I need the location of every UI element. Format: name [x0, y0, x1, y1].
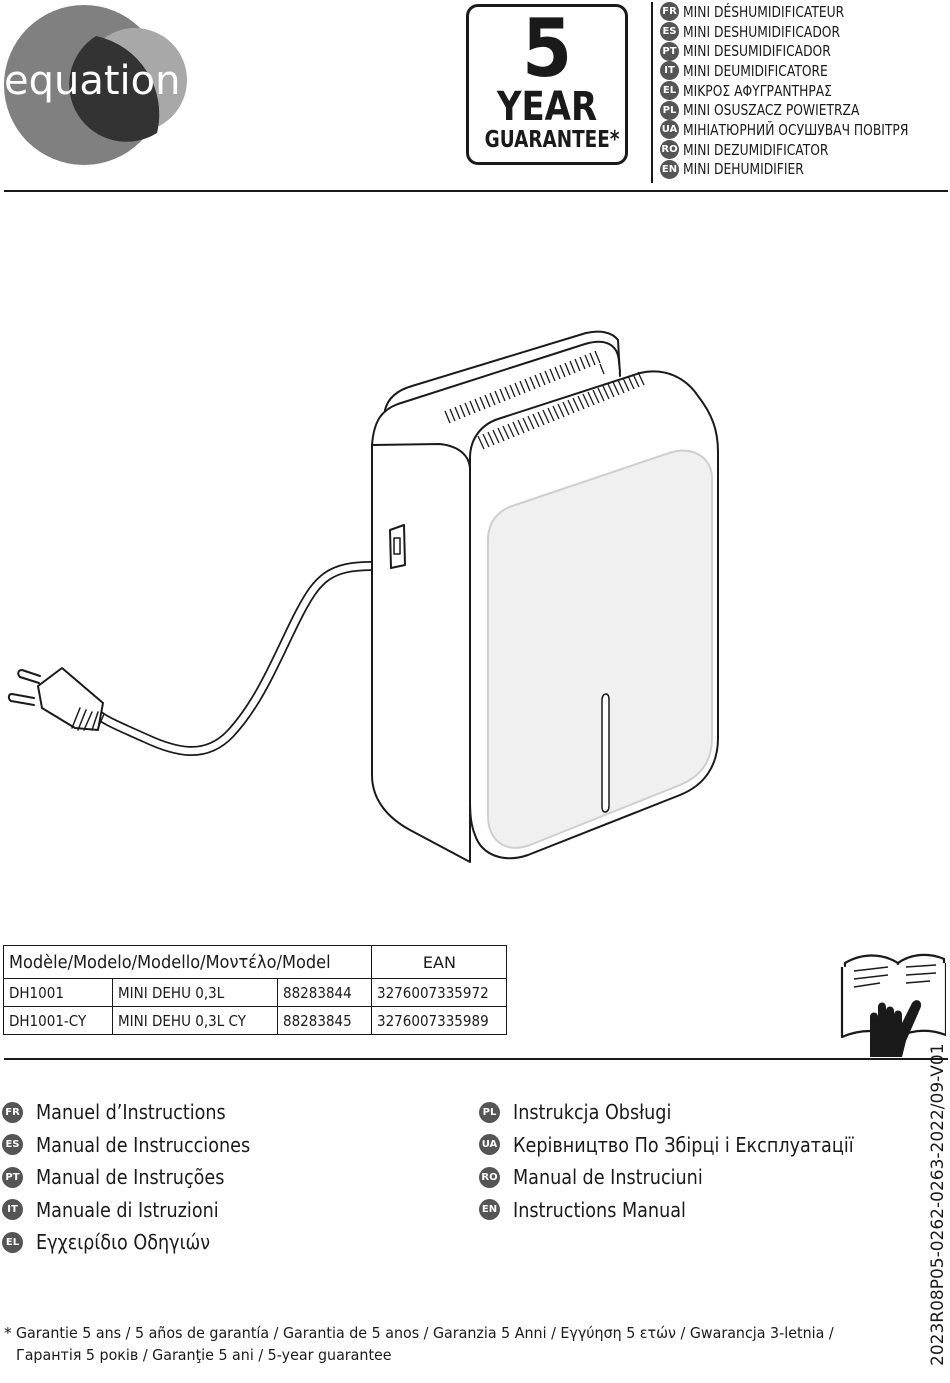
dehumidifier-illustration: [7, 330, 719, 863]
language-badge: RO: [479, 1166, 500, 1188]
language-badge: PT: [2, 1166, 23, 1188]
model-column-header: Modèle/Modelo/Modello/Μοντέλο/Model: [2, 945, 373, 979]
manual-title-text: Instrukcja Obsługi: [513, 1100, 672, 1125]
manual-title-text: Εγχειρίδιο Οδηγιών: [36, 1230, 211, 1255]
product-title-text: MINI DEUMIDIFICATORE: [683, 61, 828, 80]
manual-title-text: Manual de Instruções: [36, 1165, 225, 1190]
language-badge: UA: [660, 120, 679, 140]
header-rule: [4, 190, 948, 192]
footnote-line: Гарантія 5 років / Garanţie 5 ani / 5-ye…: [16, 1346, 392, 1364]
language-badge: PL: [479, 1101, 500, 1123]
language-badge: FR: [660, 2, 679, 22]
table-row: DH1001 MINI DEHU 0,3L 88283844 327600733…: [2, 978, 508, 1007]
manual-title-list-left: FR Manuel d’Instructions ES Manual de Inst…: [2, 1096, 279, 1259]
logo-circles-icon: [4, 5, 187, 165]
manual-title-list-right: PL Instrukcja Obsługi UA Керівництво По Зб…: [479, 1096, 900, 1226]
footnote-line: Garantie 5 ans / 5 años de garantía / Ga…: [16, 1324, 834, 1342]
table-cell: DH1001: [2, 978, 114, 1007]
product-title-text: MINI OSUSZACZ POWIETRZA: [683, 101, 860, 120]
manual-title-text: Manual de Instrucciones: [36, 1132, 251, 1157]
language-badge: ES: [660, 22, 679, 42]
manual-title-text: Manuale di Istruzioni: [36, 1197, 219, 1222]
manual-title-item: IT Manuale di Istruzioni: [2, 1194, 279, 1227]
product-title-text: ΜΙΚΡΟΣ ΑΦΥΓΡΑΝΤΗΡΑΣ: [683, 81, 832, 100]
manual-title-text: Manuel d’Instructions: [36, 1100, 226, 1125]
table-cell: DH1001-CY: [2, 1006, 114, 1035]
table-cell: 88283844: [276, 978, 373, 1007]
language-badge: EN: [479, 1199, 500, 1221]
manual-title-item: UA Керівництво По Збірці і Експлуатації: [479, 1129, 900, 1162]
manual-title-item: EL Εγχειρίδιο Οδηγιών: [2, 1226, 279, 1259]
product-title-text: МІНІАТЮРНИЙ ОСУШУВАЧ ПОВІТРЯ: [683, 120, 909, 139]
model-table: Modèle/Modelo/Modello/Μοντέλο/Model EAN …: [2, 945, 508, 1035]
language-badge: PL: [660, 100, 679, 120]
guarantee-footnote: * Garantie 5 ans / 5 años de garantía / …: [4, 1322, 909, 1366]
table-cell: 3276007335989: [371, 1006, 508, 1035]
manual-title-item: RO Manual de Instruciuni: [479, 1161, 900, 1194]
footnote-marker: *: [4, 1324, 12, 1342]
manual-title-item: PL Instrukcja Obsługi: [479, 1096, 900, 1129]
table-rule: [4, 1058, 948, 1060]
table-cell: MINI DEHU 0,3L CY: [112, 1006, 278, 1035]
document-reference: 2023R08P05-0262-0263-2022/09-V01: [928, 1043, 948, 1366]
guarantee-year-word: YEAR: [496, 84, 598, 130]
manual-title-item: EN Instructions Manual: [479, 1194, 900, 1227]
guarantee-badge: 5 YEAR GUARANTEE*: [466, 4, 628, 165]
product-title-text: MINI DEZUMIDIFICATOR: [683, 140, 829, 159]
manual-title-item: ES Manual de Instrucciones: [2, 1129, 279, 1162]
manual-title-text: Manual de Instruciuni: [513, 1165, 703, 1190]
language-badge: RO: [660, 140, 679, 160]
language-badge: FR: [2, 1101, 23, 1123]
table-cell: MINI DEHU 0,3L: [112, 978, 278, 1007]
brand-name: equation: [4, 58, 181, 104]
manual-title-item: PT Manual de Instruções: [2, 1161, 279, 1194]
product-title-text: MINI DESUMIDIFICADOR: [683, 42, 831, 61]
product-title-text: MINI DEHUMIDIFIER: [683, 160, 804, 179]
language-badge: IT: [660, 61, 679, 81]
manual-title-item: FR Manuel d’Instructions: [2, 1096, 279, 1129]
language-badge: EL: [2, 1231, 23, 1253]
table-row: DH1001-CY MINI DEHU 0,3L CY 88283845 327…: [2, 1006, 508, 1035]
table-cell: 3276007335972: [371, 978, 508, 1007]
ean-column-header: EAN: [371, 945, 508, 979]
language-badge: EN: [660, 159, 679, 179]
product-title-text: MINI DÉSHUMIDIFICATEUR: [683, 2, 845, 21]
manual-title-text: Керівництво По Збірці і Експлуатації: [513, 1132, 854, 1157]
product-title-text: MINI DESHUMIDIFICADOR: [683, 22, 841, 41]
language-badge: IT: [2, 1199, 23, 1221]
language-badge: EL: [660, 81, 679, 101]
table-header-row: Modèle/Modelo/Modello/Μοντέλο/Model EAN: [2, 945, 508, 979]
language-badge: ES: [2, 1134, 23, 1156]
header-divider: [651, 2, 653, 183]
table-cell: 88283845: [276, 1006, 373, 1035]
manual-title-text: Instructions Manual: [513, 1197, 686, 1222]
language-badge: PT: [660, 41, 679, 61]
guarantee-label: GUARANTEE*: [484, 127, 620, 153]
read-manual-icon: [840, 953, 946, 1057]
guarantee-years: 5: [521, 2, 573, 95]
brand-logo: equation: [0, 0, 200, 170]
language-badge: UA: [479, 1134, 500, 1156]
